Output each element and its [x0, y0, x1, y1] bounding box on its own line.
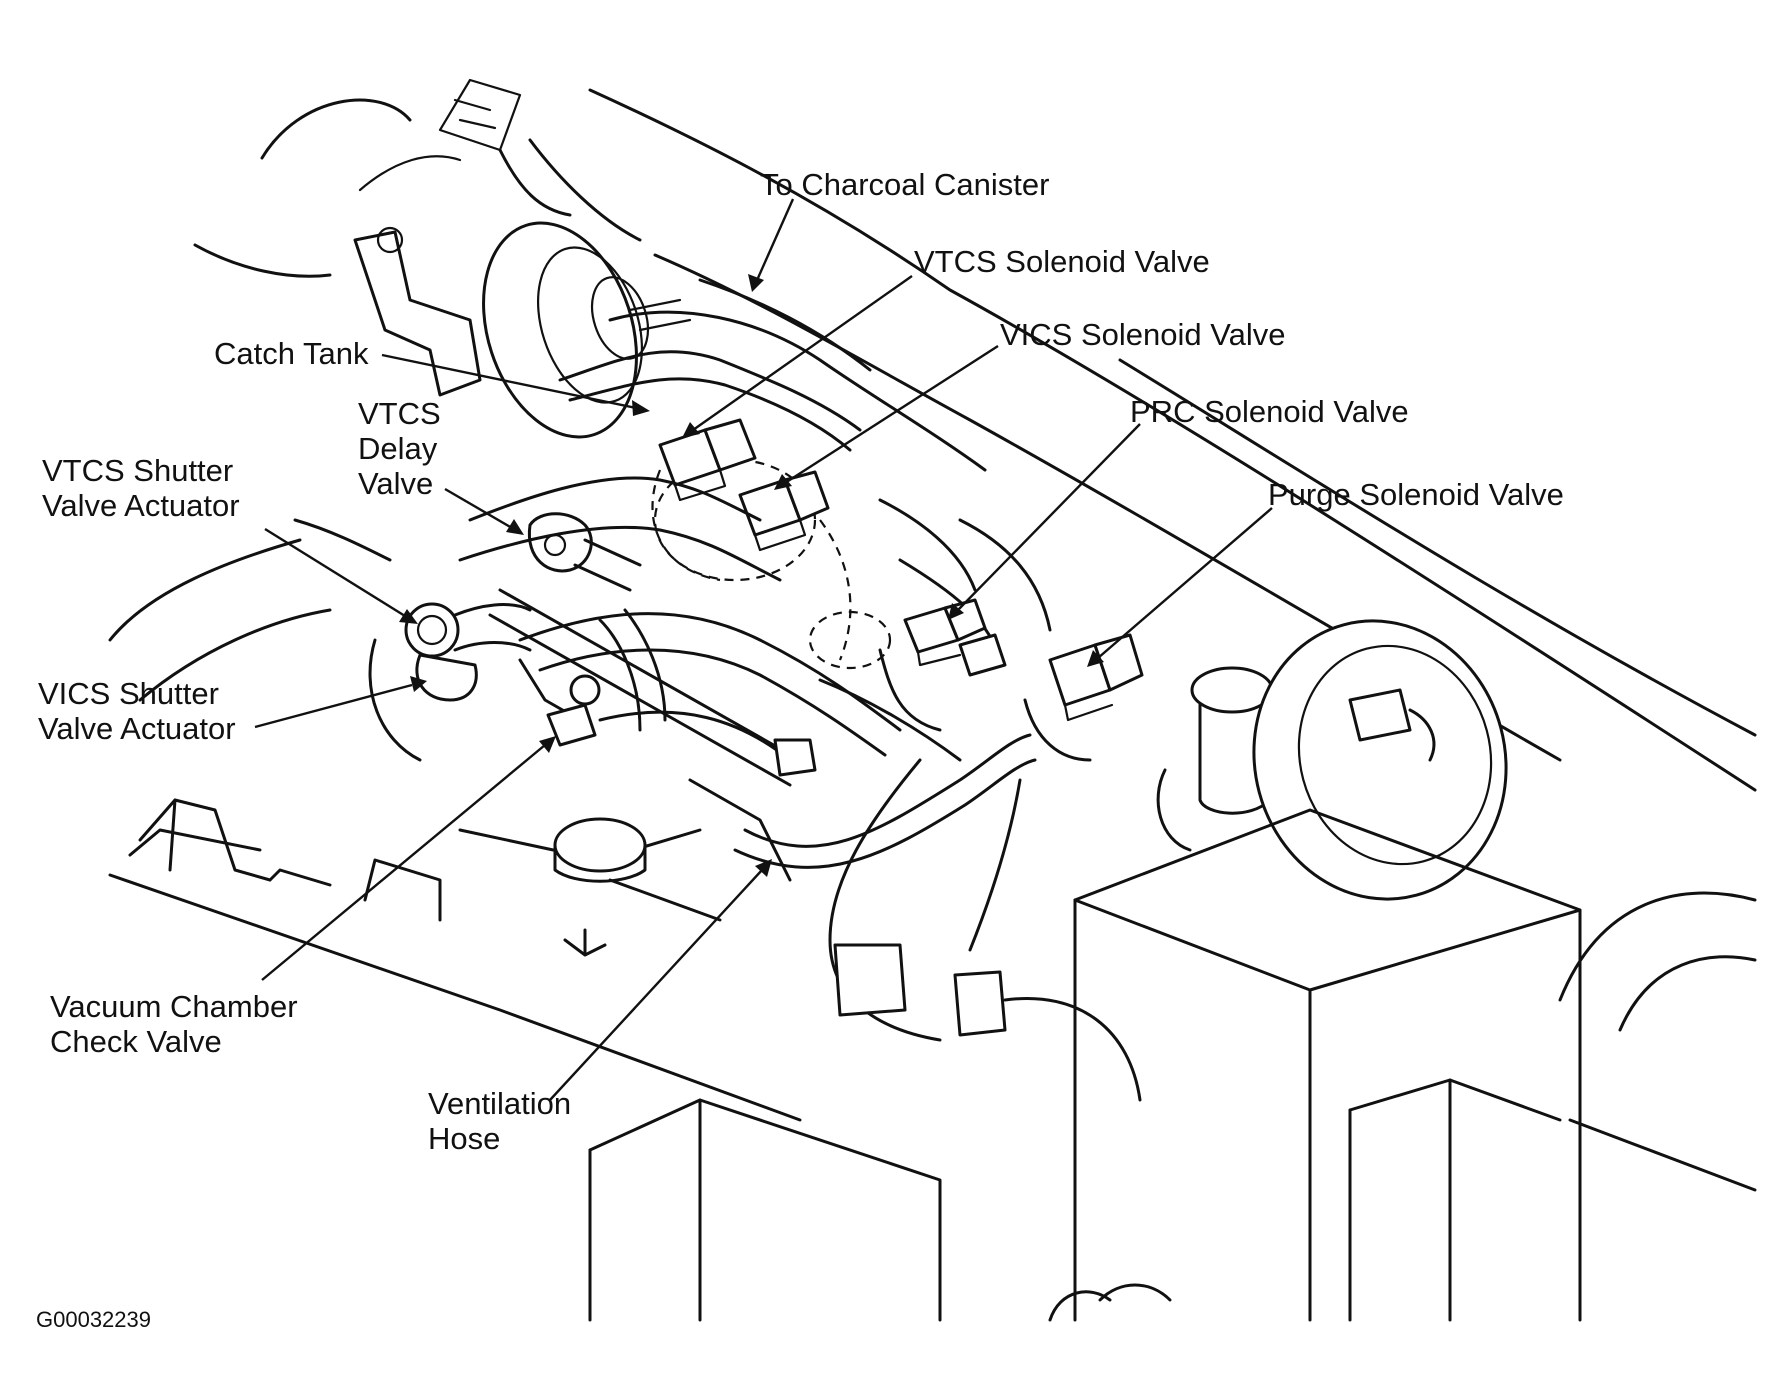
label-vtcs-delay-valve: VTCS Delay Valve — [358, 396, 449, 501]
label-catch-tank: Catch Tank — [214, 336, 369, 371]
label-purge-solenoid-valve: Purge Solenoid Valve — [1268, 477, 1564, 512]
label-vics-solenoid-valve: VICS Solenoid Valve — [1000, 317, 1285, 352]
label-vtcs-shutter-valve-actuator: VTCS Shutter Valve Actuator — [42, 453, 242, 523]
callout-labels: To Charcoal Canister VTCS Solenoid Valve… — [36, 167, 1564, 1332]
label-ventilation-hose: Ventilation Hose — [428, 1086, 580, 1156]
leader-lines — [254, 198, 1273, 1101]
figure-code: G00032239 — [36, 1307, 151, 1332]
label-vics-shutter-valve-actuator: VICS Shutter Valve Actuator — [38, 676, 236, 746]
label-vacuum-chamber-check-valve: Vacuum Chamber Check Valve — [50, 989, 306, 1059]
engine-drawing — [108, 78, 1757, 1322]
label-prc-solenoid-valve: PRC Solenoid Valve — [1130, 394, 1409, 429]
label-vtcs-solenoid-valve: VTCS Solenoid Valve — [914, 244, 1210, 279]
label-to-charcoal-canister: To Charcoal Canister — [760, 167, 1049, 202]
